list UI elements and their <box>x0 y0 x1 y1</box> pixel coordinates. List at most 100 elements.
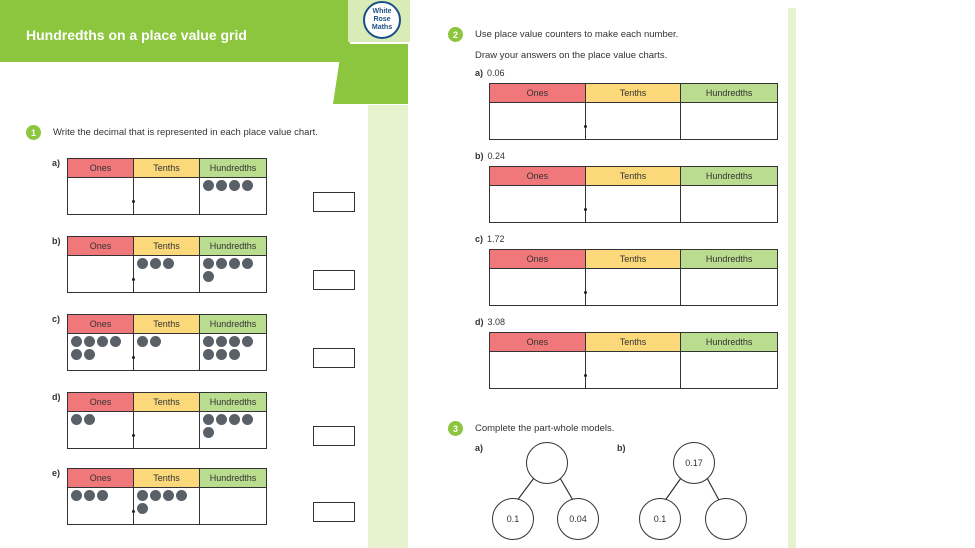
ones-counter <box>110 336 121 347</box>
q1-1-header-hundredths: Hundredths <box>200 237 266 256</box>
hundredths-counter <box>203 349 214 360</box>
hundredths-counter <box>203 336 214 347</box>
hundredths-counter <box>229 258 240 269</box>
question-2-part-label: a)0.06 <box>475 68 505 78</box>
question-2-part-label: c)1.72 <box>475 234 505 244</box>
part-whole-a-part-2: 0.04 <box>557 498 599 540</box>
q2-3-header-tenths: Tenths <box>585 333 682 352</box>
hundredths-counter <box>203 414 214 425</box>
q1-3-header-ones: Ones <box>68 393 134 412</box>
question-1-answer-box[interactable] <box>313 348 355 368</box>
q2-0-header-hundredths: Hundredths <box>681 84 777 103</box>
question-2-part-value: 0.24 <box>487 151 506 161</box>
question-2-text-2: Draw your answers on the place value cha… <box>475 50 668 61</box>
question-2-part-letter: b) <box>475 151 484 161</box>
page-title: Hundredths on a place value grid <box>26 27 247 43</box>
tenths-counter <box>163 490 174 501</box>
q1-0-header-tenths: Tenths <box>134 159 200 178</box>
part-whole-b-part-1: 0.1 <box>639 498 681 540</box>
hundredths-counter <box>229 336 240 347</box>
q1-2-header-ones: Ones <box>68 315 134 334</box>
q1-2-header-hundredths: Hundredths <box>200 315 266 334</box>
hundredths-counter <box>229 180 240 191</box>
hundredths-counter <box>203 180 214 191</box>
q1-3-cell-hundredths <box>200 412 266 448</box>
question-2-number: 2 <box>448 27 463 42</box>
tenths-counter <box>150 258 161 269</box>
q2-3-header-ones: Ones <box>490 333 586 352</box>
hundredths-counter <box>242 180 253 191</box>
question-1-part-label: c) <box>52 314 61 324</box>
title-banner <box>0 8 350 62</box>
page-margin-band <box>368 105 408 548</box>
part-whole-b-part-2[interactable] <box>705 498 747 540</box>
question-1-text: Write the decimal that is represented in… <box>53 127 318 138</box>
question-1-answer-box[interactable] <box>313 426 355 446</box>
question-3-number: 3 <box>448 421 463 436</box>
q2-1-cell-ones <box>490 186 587 222</box>
q1-2-cell-tenths <box>134 334 200 370</box>
q2-2-header-hundredths: Hundredths <box>681 250 777 269</box>
q1-4-header-ones: Ones <box>68 469 134 488</box>
q1-3-header-tenths: Tenths <box>134 393 200 412</box>
q1-3-cell-ones <box>68 412 135 448</box>
ones-counter <box>97 490 108 501</box>
hundredths-counter <box>242 258 253 269</box>
hundredths-counter <box>216 180 227 191</box>
q2-3-cell-ones <box>490 352 587 388</box>
tenths-counter <box>137 490 148 501</box>
question-1-part-label: d) <box>52 392 61 402</box>
q1-1-header-tenths: Tenths <box>134 237 200 256</box>
question-1-part-label: b) <box>52 236 61 246</box>
q2-1-cell-tenths <box>586 186 682 222</box>
q2-1-header-tenths: Tenths <box>585 167 682 186</box>
question-1-answer-box[interactable] <box>313 192 355 212</box>
question-3a-label: a) <box>475 443 484 453</box>
question-2-part-letter: a) <box>475 68 484 78</box>
question-2-text-1: Use place value counters to make each nu… <box>475 29 679 40</box>
question-1-answer-box[interactable] <box>313 270 355 290</box>
question-1-number: 1 <box>26 125 41 140</box>
ones-counter <box>71 490 82 501</box>
q2-1-header-hundredths: Hundredths <box>681 167 777 186</box>
q2-2-cell-ones <box>490 269 587 305</box>
question-2-part-label: b)0.24 <box>475 151 505 161</box>
question-2-part-value: 0.06 <box>487 68 505 78</box>
q1-4-header-hundredths: Hundredths <box>200 469 266 488</box>
q2-0-cell-tenths <box>586 103 682 139</box>
question-2-part-letter: d) <box>475 317 484 327</box>
question-1-answer-box[interactable] <box>313 502 355 522</box>
hundredths-counter <box>242 414 253 425</box>
q2-2-header-ones: Ones <box>490 250 586 269</box>
question-2-part-label: d)3.08 <box>475 317 505 327</box>
ones-counter <box>84 490 95 501</box>
right-page-margin <box>788 8 796 548</box>
q2-0-cell-ones <box>490 103 587 139</box>
ones-counter <box>71 349 82 360</box>
q2-2-cell-tenths <box>586 269 682 305</box>
question-3-text: Complete the part-whole models. <box>475 423 615 434</box>
part-whole-b-whole: 0.17 <box>673 442 715 484</box>
q2-2-header-tenths: Tenths <box>585 250 682 269</box>
q1-2-cell-hundredths <box>200 334 266 370</box>
hundredths-counter <box>242 336 253 347</box>
q1-0-header-hundredths: Hundredths <box>200 159 266 178</box>
q2-3-cell-tenths <box>586 352 682 388</box>
ones-counter <box>97 336 108 347</box>
q1-1-cell-ones <box>68 256 135 292</box>
question-1-part-label: a) <box>52 158 61 168</box>
q1-2-cell-ones <box>68 334 135 370</box>
q2-0-header-tenths: Tenths <box>585 84 682 103</box>
part-whole-a-whole[interactable] <box>526 442 568 484</box>
